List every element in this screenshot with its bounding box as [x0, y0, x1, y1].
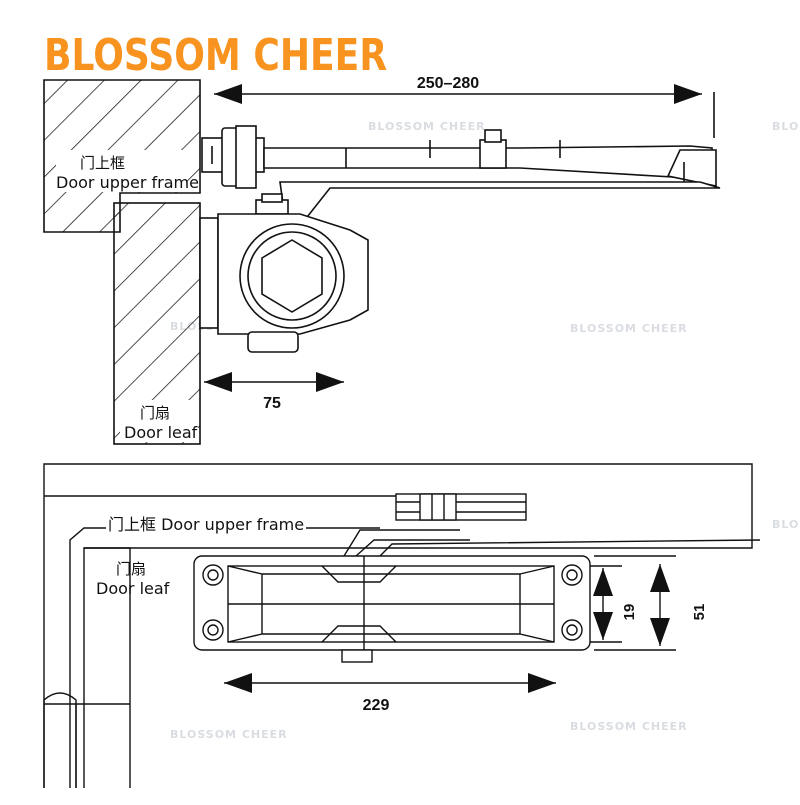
front-leaf-label-en: Door leaf	[96, 579, 170, 598]
front-frame-label: 门上框 Door upper frame	[108, 515, 304, 534]
closer-body-front	[193, 555, 591, 663]
hinge	[43, 692, 130, 788]
closer-arm	[201, 125, 721, 227]
dimension-body-offset	[204, 372, 344, 392]
front-view	[43, 463, 761, 788]
watermark-text: BLOSSOM CHEER	[368, 120, 486, 133]
watermark-text: BLOSSOM CHEER	[170, 728, 288, 741]
body-offset-dimension-label: 75	[263, 395, 281, 412]
top-view	[43, 79, 721, 445]
brand-logo: BLOSSOM CHEER	[44, 30, 388, 81]
door-leaf-outline	[84, 547, 131, 788]
inner-height-dimension-label: 19	[621, 604, 638, 621]
dimension-arm-length	[214, 84, 715, 138]
watermark-text: BLOSSOM CHEER	[570, 322, 688, 335]
arm-length-dimension-label: 250–280	[417, 75, 479, 92]
outer-height-dimension-label: 51	[691, 604, 708, 621]
leaf-label-cn: 门扇	[140, 404, 170, 422]
watermark-text: BLOSSOM CHEER	[772, 120, 800, 133]
dimension-body-length	[224, 673, 556, 693]
dimension-outer-height	[594, 555, 676, 651]
door-frame-outline	[43, 463, 753, 788]
watermark-text: BLOSSOM CHEER	[570, 720, 688, 733]
frame-label-en: Door upper frame	[56, 173, 199, 192]
front-arm-bracket	[343, 493, 761, 557]
frame-label-cn: 门上框	[80, 154, 125, 172]
leaf-label-en: Door leaf	[124, 423, 198, 442]
watermark-text: BLOSSOM CHEER	[772, 518, 800, 531]
front-leaf-label-cn: 门扇	[116, 560, 146, 578]
closer-body-top	[199, 213, 369, 353]
dimension-inner-height	[590, 565, 622, 643]
body-length-dimension-label: 229	[363, 697, 390, 714]
